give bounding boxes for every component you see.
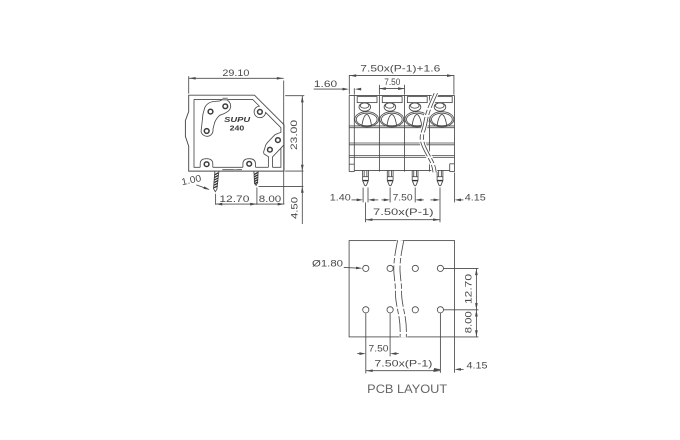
svg-text:12.70: 12.70 [219, 194, 249, 205]
svg-text:1.00: 1.00 [180, 173, 202, 188]
svg-text:SUPU: SUPU [224, 117, 251, 124]
svg-text:240: 240 [230, 125, 245, 132]
svg-text:7.50x(P-1): 7.50x(P-1) [374, 358, 432, 369]
svg-text:4.15: 4.15 [467, 360, 488, 371]
svg-text:23.00: 23.00 [289, 120, 300, 150]
svg-text:7.50: 7.50 [393, 192, 413, 203]
svg-text:4.50: 4.50 [289, 197, 300, 219]
svg-text:8.00: 8.00 [259, 194, 282, 205]
svg-text:7.50: 7.50 [369, 344, 389, 355]
svg-text:8.00: 8.00 [463, 311, 474, 333]
svg-text:7.50x(P-1): 7.50x(P-1) [373, 207, 434, 218]
svg-text:1.60: 1.60 [314, 79, 337, 90]
svg-text:Ø1.80: Ø1.80 [312, 258, 343, 269]
svg-text:12.70: 12.70 [464, 274, 475, 304]
svg-text:1.40: 1.40 [330, 193, 351, 204]
svg-text:29.10: 29.10 [222, 68, 249, 79]
svg-text:7.50x(P-1)+1.6: 7.50x(P-1)+1.6 [360, 63, 440, 74]
svg-text:7.50: 7.50 [384, 77, 400, 88]
svg-text:4.15: 4.15 [465, 192, 486, 203]
svg-text:PCB LAYOUT: PCB LAYOUT [367, 382, 448, 396]
